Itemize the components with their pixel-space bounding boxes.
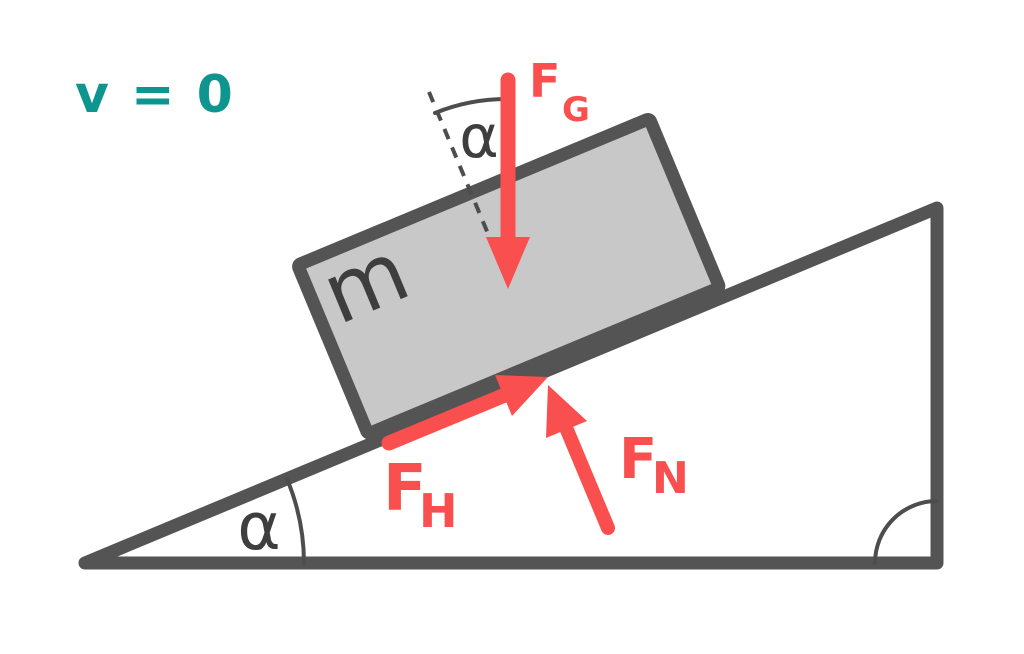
velocity-label: v = 0 [75, 65, 235, 125]
normal-arrow-shaft [560, 423, 615, 535]
downhill-arrow-shaft [381, 387, 513, 451]
gravity-label-main: F [529, 54, 560, 108]
normal-force-arrow [546, 385, 615, 535]
downhill-force-arrow [381, 375, 548, 451]
gravity-label-sub: G [562, 90, 590, 130]
downhill-force-label: F H [383, 452, 458, 538]
gravity-force-label: F G [529, 54, 590, 130]
angle-label-base: α [237, 488, 281, 565]
base-angle-arc [285, 477, 306, 565]
downhill-label-main: F [383, 452, 427, 526]
right-angle-arc [873, 499, 939, 565]
normal-label-sub: N [652, 453, 689, 504]
normal-force-label: F N [619, 427, 689, 504]
gravity-force-arrow [486, 72, 530, 289]
gravity-arrow-head [486, 237, 530, 289]
downhill-arrow-head [495, 375, 548, 416]
angle-label-top: α [459, 102, 499, 172]
downhill-label-sub: H [419, 484, 458, 538]
normal-label-main: F [619, 427, 657, 492]
normal-arrow-head [546, 385, 587, 438]
